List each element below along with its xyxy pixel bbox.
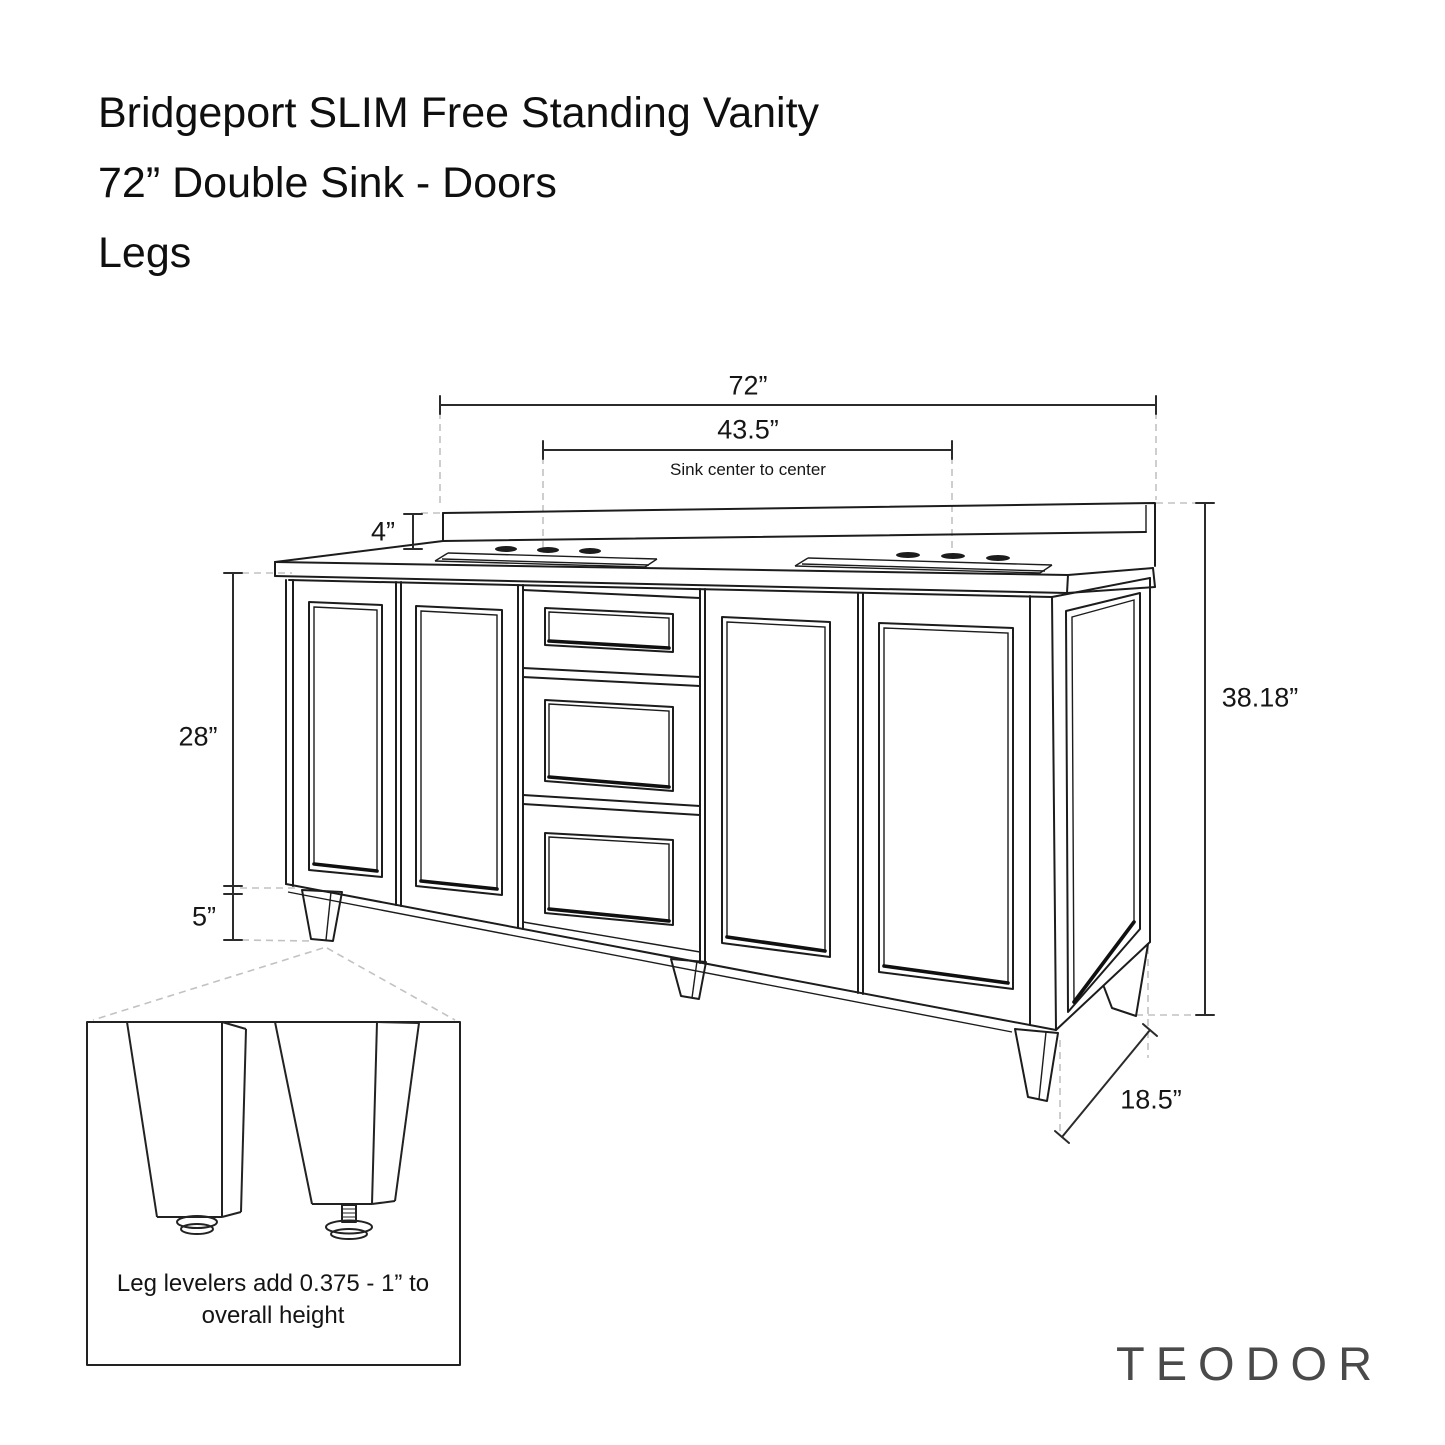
dimension-overall-height — [1196, 503, 1214, 1015]
dimension-lines — [224, 396, 1214, 1143]
drawer-stack — [523, 590, 700, 952]
dimension-depth — [1055, 1024, 1157, 1143]
door-panel-3 — [722, 617, 830, 957]
title-line-1: Bridgeport SLIM Free Standing Vanity — [98, 89, 820, 137]
label-overall-width: 72” — [728, 370, 768, 401]
inset-note: Leg levelers add 0.375 - 1” to overall h… — [83, 1268, 463, 1332]
drawer-panel-top — [545, 608, 673, 652]
faucet-hole — [495, 546, 517, 552]
extension-dashed-lines — [93, 412, 1196, 1133]
drawer-panel-bottom — [545, 833, 673, 925]
inset-note-line-2: overall height — [201, 1302, 345, 1329]
leveler-foot — [326, 1221, 372, 1234]
leveler-foot — [177, 1216, 217, 1228]
faucet-hole — [537, 547, 559, 553]
legs — [302, 890, 1148, 1101]
sink-cutout-left — [435, 546, 657, 567]
leveler-foot — [181, 1224, 213, 1234]
label-leg-height: 5” — [191, 901, 217, 932]
inset-box — [87, 1022, 460, 1365]
door-panel-2 — [416, 606, 502, 895]
leg-front-middle — [671, 959, 706, 999]
label-depth: 18.5” — [1120, 1084, 1182, 1115]
label-overall-height: 38.18” — [1221, 682, 1299, 713]
title-line-2: 72” Double Sink - Doors — [98, 159, 557, 207]
inset-leg-right — [275, 1022, 419, 1239]
cabinet-side-right — [1052, 578, 1150, 1030]
inset-leg-left — [127, 1022, 246, 1234]
faucet-hole — [896, 552, 920, 558]
faucet-hole — [579, 548, 601, 554]
dimension-overall-width — [440, 396, 1156, 414]
sink-cutout-right — [795, 552, 1052, 573]
label-backsplash-height: 4” — [370, 516, 396, 547]
page-title: Bridgeport SLIM Free Standing Vanity 72”… — [98, 78, 819, 288]
countertop-outline — [275, 541, 1155, 593]
faucet-hole — [986, 555, 1010, 561]
cabinet-front-frame — [286, 580, 1056, 1032]
leg-back-right — [1104, 944, 1148, 1016]
inset-note-line-1: Leg levelers add 0.375 - 1” to — [116, 1270, 430, 1297]
backsplash-outline — [443, 503, 1155, 566]
brand-logo: TEODOR — [1116, 1337, 1384, 1390]
leveler-foot — [331, 1229, 367, 1239]
drawer-panel-middle — [545, 700, 673, 791]
label-sink-spacing-note: Sink center to center — [670, 460, 826, 479]
door-panel-1 — [309, 602, 382, 877]
dimension-backsplash-height — [404, 514, 422, 549]
label-sink-spacing: 43.5” — [717, 414, 779, 445]
inset-detail — [87, 1022, 460, 1365]
door-panel-4 — [879, 623, 1013, 989]
dimension-cabinet-and-leg-height — [224, 573, 242, 940]
label-cabinet-height: 28” — [178, 721, 218, 752]
title-line-3: Legs — [98, 229, 192, 277]
leg-front-right — [1015, 1029, 1058, 1101]
leg-front-left — [302, 890, 342, 941]
door-panels — [309, 602, 1013, 989]
faucet-hole — [941, 553, 965, 559]
dimension-sink-spacing — [543, 441, 952, 459]
